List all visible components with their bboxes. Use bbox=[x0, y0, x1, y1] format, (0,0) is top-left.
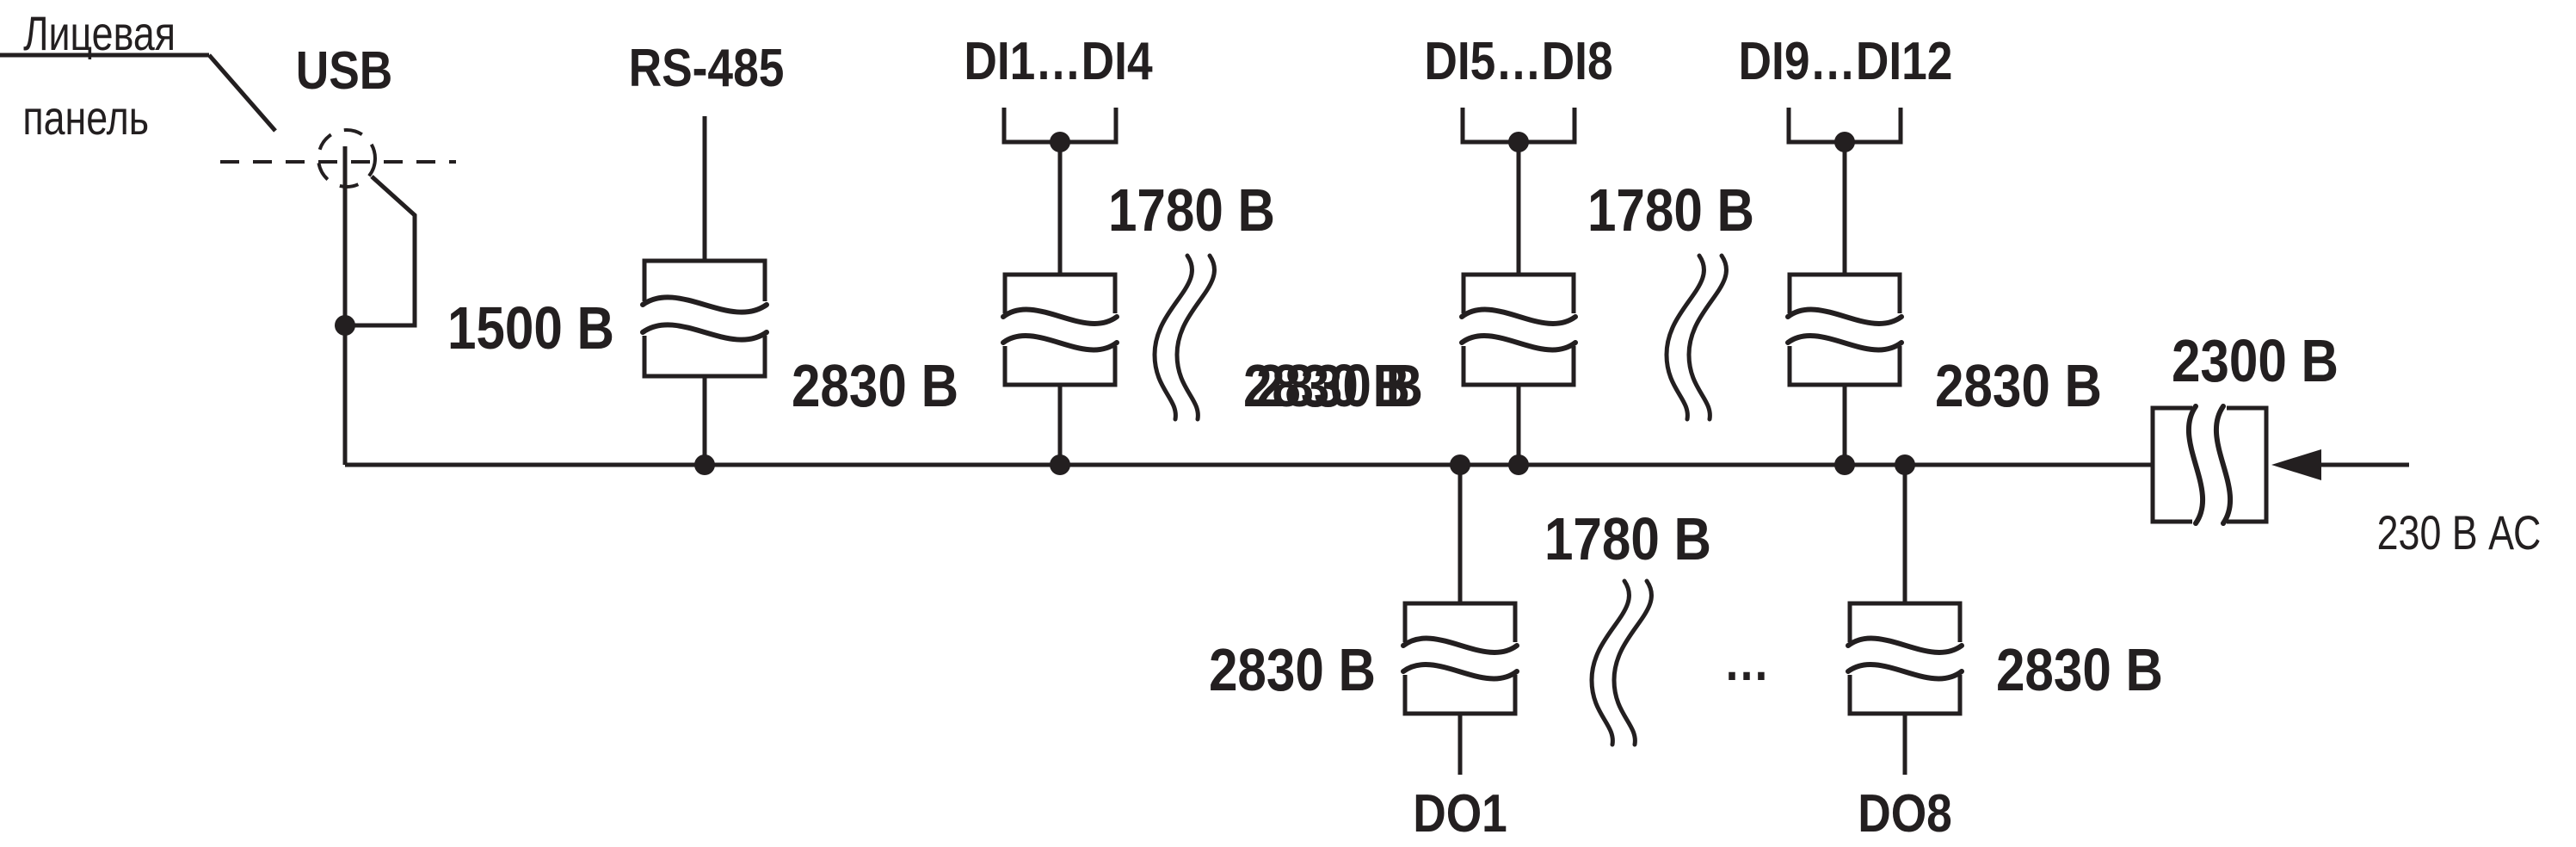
front-panel-boundary bbox=[0, 53, 456, 189]
usb-isolation-voltage: 1500 В bbox=[447, 294, 614, 362]
isolation-barrier-power bbox=[2150, 404, 2269, 526]
do8-isolation-voltage: 2830 В bbox=[1996, 636, 2163, 703]
di5-di8-label: DI5…DI8 bbox=[1424, 32, 1612, 91]
isolation-barrier-di5 bbox=[1459, 272, 1578, 387]
junction-dot bbox=[1895, 454, 1915, 475]
do1-isolation-voltage: 2830 В bbox=[1209, 636, 1376, 703]
junction-dot bbox=[1050, 132, 1070, 152]
di1-isolation-voltage: 2830 В bbox=[1243, 352, 1410, 419]
junction-dot bbox=[694, 454, 715, 475]
do-gap-voltage: 1780 В bbox=[1544, 505, 1711, 572]
di9-isolation-voltage: 2830 В bbox=[1935, 352, 2102, 419]
power-isolation-voltage: 2300 В bbox=[2172, 327, 2339, 394]
do8-label: DO8 bbox=[1858, 784, 1952, 844]
port-labels: Лицевая панель USB RS-485 DI1…DI4 DI5…DI… bbox=[22, 6, 2541, 844]
di1-di4-label: DI1…DI4 bbox=[964, 32, 1152, 91]
junction-dot bbox=[1508, 132, 1529, 152]
junction-dots bbox=[335, 132, 1915, 475]
junction-dot bbox=[335, 315, 355, 336]
di9-di12-label: DI9…DI12 bbox=[1739, 32, 1953, 91]
isolation-barrier-di1 bbox=[1001, 272, 1119, 387]
di1-di5-gap-voltage: 1780 В bbox=[1108, 176, 1275, 244]
voltage-labels: 1500 В 2830 В 2830 В 2830 В 2830 В 2830 … bbox=[447, 176, 2339, 703]
di5-isolation-voltage: 2830 В bbox=[1256, 352, 1423, 419]
usb-shield-wire bbox=[345, 175, 417, 328]
power-input-arrow bbox=[2271, 449, 2409, 480]
isolation-barrier-do1 bbox=[1401, 601, 1519, 716]
gap-mark-di1-di5 bbox=[1152, 253, 1217, 422]
front-panel-leader-slant bbox=[207, 53, 277, 133]
junction-dot bbox=[1834, 454, 1855, 475]
isolation-barrier-di9 bbox=[1785, 272, 1904, 387]
di5-di9-gap-voltage: 1780 В bbox=[1587, 176, 1754, 244]
isolation-barrier-do8 bbox=[1846, 601, 1964, 716]
front-panel-label-line2: панель bbox=[22, 90, 149, 145]
junction-dot bbox=[1834, 132, 1855, 152]
do1-label: DO1 bbox=[1413, 784, 1507, 844]
junction-dot bbox=[1050, 454, 1070, 475]
isolation-barrier-rs485 bbox=[640, 258, 769, 379]
gap-mark-do bbox=[1589, 578, 1654, 747]
power-input-label: 230 В АС bbox=[2377, 505, 2542, 560]
do-ellipsis: … bbox=[1723, 633, 1769, 692]
arrow-head-icon bbox=[2271, 449, 2321, 480]
rs485-label: RS-485 bbox=[629, 39, 785, 98]
usb-connector-circle bbox=[317, 128, 377, 189]
junction-dot bbox=[1508, 454, 1529, 475]
rs485-isolation-voltage: 2830 В bbox=[792, 352, 958, 419]
front-panel-label-line1: Лицевая bbox=[23, 6, 176, 60]
gap-mark-di5-di9 bbox=[1664, 253, 1729, 422]
junction-dot bbox=[1450, 454, 1470, 475]
usb-label: USB bbox=[296, 41, 393, 101]
